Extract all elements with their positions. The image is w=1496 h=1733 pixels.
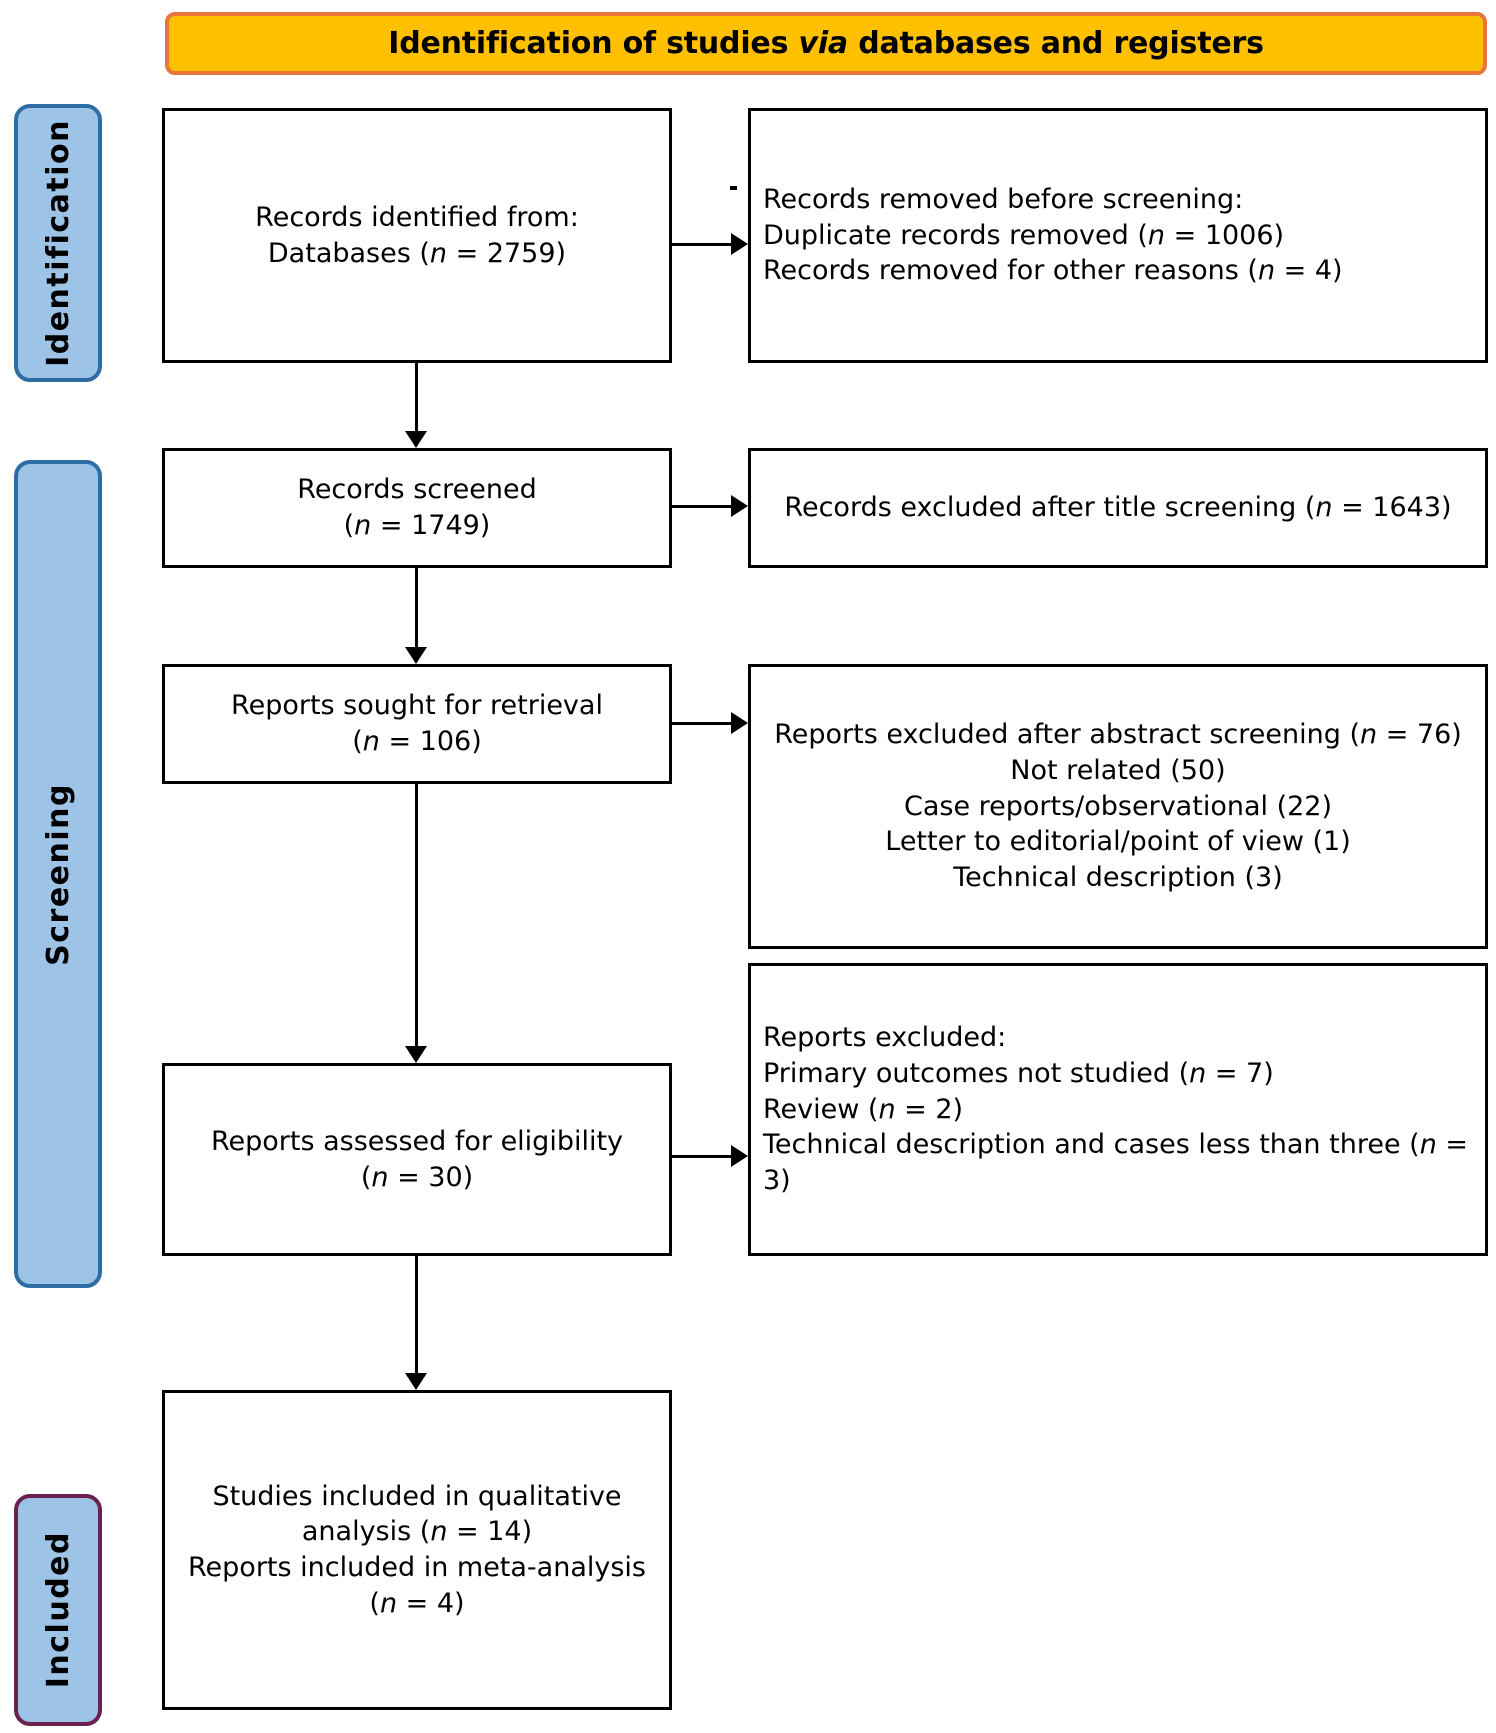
- connector-sought-to-assessed: [415, 784, 418, 1046]
- tick-mark-decoration: [730, 186, 737, 190]
- stage-rail-identification: Identification: [14, 104, 102, 382]
- box-excluded-title-screening: Records excluded after title screening (…: [748, 448, 1488, 568]
- page-title: Identification of studies via databases …: [388, 26, 1264, 61]
- box-studies-included-text: Studies included in qualitative analysis…: [188, 1480, 646, 1619]
- box-excluded-eligibility: Reports excluded: Primary outcomes not s…: [748, 963, 1488, 1256]
- connector-identified-to-screened: [415, 363, 418, 431]
- connector-sought-to-excluded: [672, 722, 732, 725]
- box-records-removed-text: Records removed before screening: Duplic…: [763, 184, 1343, 287]
- box-records-removed: Records removed before screening: Duplic…: [748, 108, 1488, 363]
- page-title-prefix: Identification of studies: [388, 26, 799, 61]
- box-excluded-abstract-screening: Reports excluded after abstract screenin…: [748, 664, 1488, 949]
- arrow-right-icon-assessed-to-excluded: [731, 1145, 748, 1167]
- box-records-identified-text: Records identified from: Databases (n = …: [255, 201, 579, 269]
- box-reports-sought: Reports sought for retrieval (n = 106): [162, 664, 672, 784]
- arrow-right-icon-screened-to-excluded: [731, 495, 748, 517]
- box-excluded-eligibility-text: Reports excluded: Primary outcomes not s…: [763, 1022, 1469, 1196]
- stage-rail-screening-label: Screening: [40, 782, 76, 966]
- box-reports-assessed: Reports assessed for eligibility (n = 30…: [162, 1063, 672, 1256]
- box-excluded-abstract-screening-text: Reports excluded after abstract screenin…: [774, 719, 1462, 893]
- box-excluded-title-screening-text: Records excluded after title screening (…: [784, 492, 1452, 524]
- box-records-screened-text: Records screened (n = 1749): [297, 474, 537, 541]
- stage-rail-screening: Screening: [14, 460, 102, 1288]
- arrow-down-icon-sought-to-assessed: [405, 1046, 427, 1063]
- box-studies-included: Studies included in qualitative analysis…: [162, 1390, 672, 1710]
- arrow-down-icon-assessed-to-included: [405, 1373, 427, 1390]
- stage-rail-included-label: Included: [40, 1531, 76, 1689]
- arrow-down-icon-screened-to-sought: [405, 647, 427, 664]
- box-records-screened: Records screened (n = 1749): [162, 448, 672, 568]
- connector-screened-to-sought: [415, 568, 418, 647]
- connector-identified-to-removed: [672, 243, 732, 246]
- header-banner: Identification of studies via databases …: [165, 12, 1487, 75]
- box-reports-sought-text: Reports sought for retrieval (n = 106): [231, 690, 603, 757]
- box-records-identified: Records identified from: Databases (n = …: [162, 108, 672, 363]
- stage-rail-identification-label: Identification: [40, 119, 76, 367]
- arrow-right-icon-identified-to-removed: [731, 233, 748, 255]
- arrow-down-icon-identified-to-screened: [405, 431, 427, 448]
- page-title-via: via: [798, 26, 848, 61]
- page-title-suffix: databases and registers: [847, 26, 1264, 61]
- connector-assessed-to-included: [415, 1256, 418, 1373]
- connector-assessed-to-excluded: [672, 1155, 732, 1158]
- box-reports-assessed-text: Reports assessed for eligibility (n = 30…: [210, 1125, 624, 1193]
- connector-screened-to-excluded: [672, 505, 732, 508]
- stage-rail-included: Included: [14, 1494, 102, 1726]
- arrow-right-icon-sought-to-excluded: [731, 712, 748, 734]
